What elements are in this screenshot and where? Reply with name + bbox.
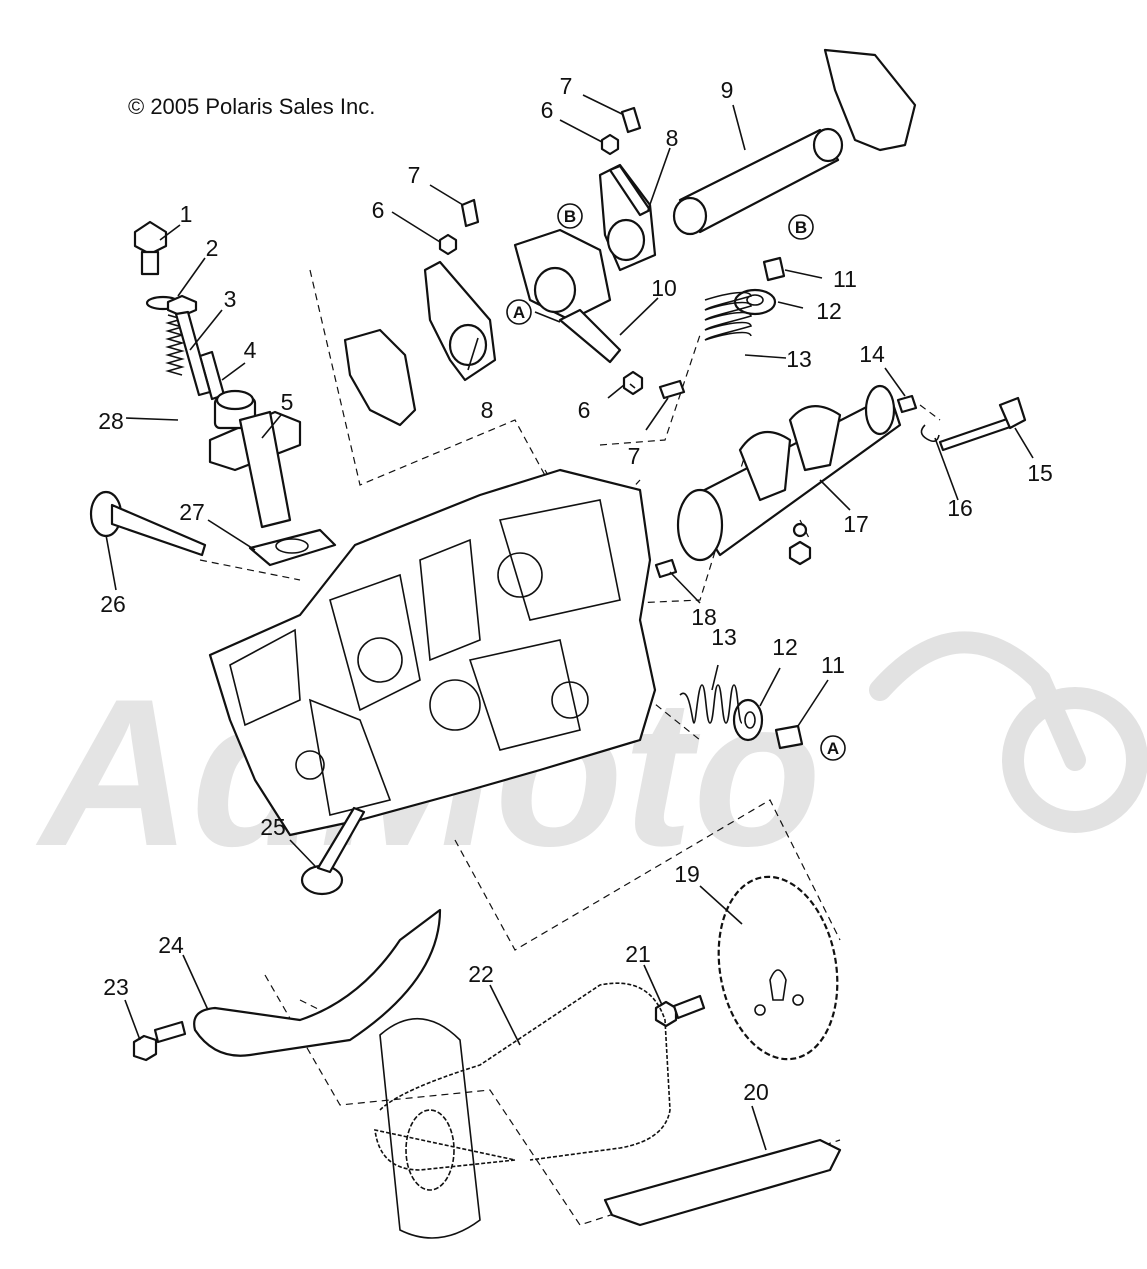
callout-6c: 6 [578, 397, 591, 423]
callout-3: 3 [224, 286, 237, 312]
callout-4: 4 [244, 337, 257, 363]
ref-marker-a-lower: A [820, 735, 846, 761]
ref-marker-b-right: B [788, 214, 814, 240]
part-16-circlip [920, 424, 940, 443]
callout-23: 23 [103, 974, 129, 1000]
cylinder-head [208, 468, 657, 837]
callout-5: 5 [281, 389, 294, 415]
rocker-support-left [343, 328, 417, 427]
callout-18: 18 [691, 604, 717, 630]
callout-19: 19 [674, 861, 700, 887]
part-7-adjuster-c [658, 379, 686, 400]
callout-6b: 6 [372, 197, 385, 223]
callout-14: 14 [859, 341, 885, 367]
leader-lines [105, 94, 1034, 1151]
svg-text:A: A [513, 303, 525, 322]
part-11-valve-keeper-upper [762, 256, 786, 282]
callout-10: 10 [651, 275, 677, 301]
part-7-adjuster-b [460, 198, 480, 228]
callout-7b: 7 [408, 162, 421, 188]
part-8-rocker-arm-a [598, 163, 657, 272]
callout-7a: 7 [560, 73, 573, 99]
part-6-nut-c [622, 370, 644, 396]
part-15-decompressor [938, 396, 1027, 452]
part-23-guide-bolt [132, 1020, 187, 1062]
part-7-adjuster-a [620, 106, 642, 134]
part-1-tensioner-bolt [133, 220, 168, 276]
svg-text:A: A [827, 739, 839, 758]
callout-12a: 12 [816, 298, 842, 324]
callout-16: 16 [947, 495, 973, 521]
callout-17: 17 [843, 511, 869, 537]
part-27-gasket [248, 528, 337, 567]
part-13-valve-spring-lower [679, 684, 743, 724]
callout-9: 9 [721, 77, 734, 103]
callout-27: 27 [179, 499, 205, 525]
part-6-nut-b [438, 233, 458, 256]
part-25-exhaust-valve [300, 806, 366, 896]
part-26-intake-valve [89, 490, 207, 557]
watermark-frame [869, 631, 1086, 771]
callout-labels: 1 2 3 4 5 6 6 6 7 7 7 8 8 9 10 11 11 12 … [98, 73, 1053, 1105]
callout-12b: 12 [772, 634, 798, 660]
callout-20: 20 [743, 1079, 769, 1105]
crankshaft-sprocket [379, 1017, 481, 1239]
svg-text:B: B [564, 207, 576, 226]
part-10-rocker-arm [513, 228, 622, 364]
callout-7c: 7 [628, 443, 641, 469]
callout-21: 21 [625, 941, 651, 967]
copyright-notice: © 2005 Polaris Sales Inc. [128, 94, 376, 119]
callout-8b: 8 [481, 397, 494, 423]
callout-15: 15 [1027, 460, 1053, 486]
part-5-tensioner-body [208, 389, 302, 529]
callout-24: 24 [158, 932, 184, 958]
ref-marker-a-upper: A [506, 299, 532, 325]
part-9-rocker-shaft [672, 127, 844, 236]
part-12-spring-retainer-lower [732, 698, 764, 742]
callout-2: 2 [206, 235, 219, 261]
callout-1: 1 [180, 201, 193, 227]
callout-11a: 11 [833, 266, 857, 292]
callout-26: 26 [100, 591, 126, 617]
watermark-wheel [1002, 687, 1147, 833]
callout-13a: 13 [786, 346, 812, 372]
part-24-chain-guide [193, 908, 442, 1057]
svg-text:B: B [795, 218, 807, 237]
callout-6a: 6 [541, 97, 554, 123]
part-3-spring [165, 314, 185, 376]
part-22-cam-chain [374, 982, 671, 1171]
part-28-bolt [166, 294, 212, 397]
callout-22: 22 [468, 961, 494, 987]
callout-25: 25 [260, 814, 286, 840]
ref-marker-b-upper: B [557, 203, 583, 229]
callout-8a: 8 [666, 125, 679, 151]
part-19-cam-sprocket [717, 875, 839, 1061]
part-21-sprocket-bolt [654, 994, 706, 1028]
callout-11b: 11 [821, 652, 845, 678]
part-13-valve-spring-upper [704, 291, 752, 341]
rocker-support-right [823, 48, 917, 152]
part-8-rocker-arm-b [423, 260, 497, 382]
callout-13b: 13 [711, 624, 737, 650]
callout-28: 28 [98, 408, 124, 434]
part-14-dowel-pin [896, 394, 918, 414]
part-17-camshaft [676, 384, 902, 566]
part-6-nut-a [600, 133, 620, 156]
part-11-valve-keeper-lower [774, 724, 804, 750]
part-20-chain-guide [603, 1138, 842, 1227]
